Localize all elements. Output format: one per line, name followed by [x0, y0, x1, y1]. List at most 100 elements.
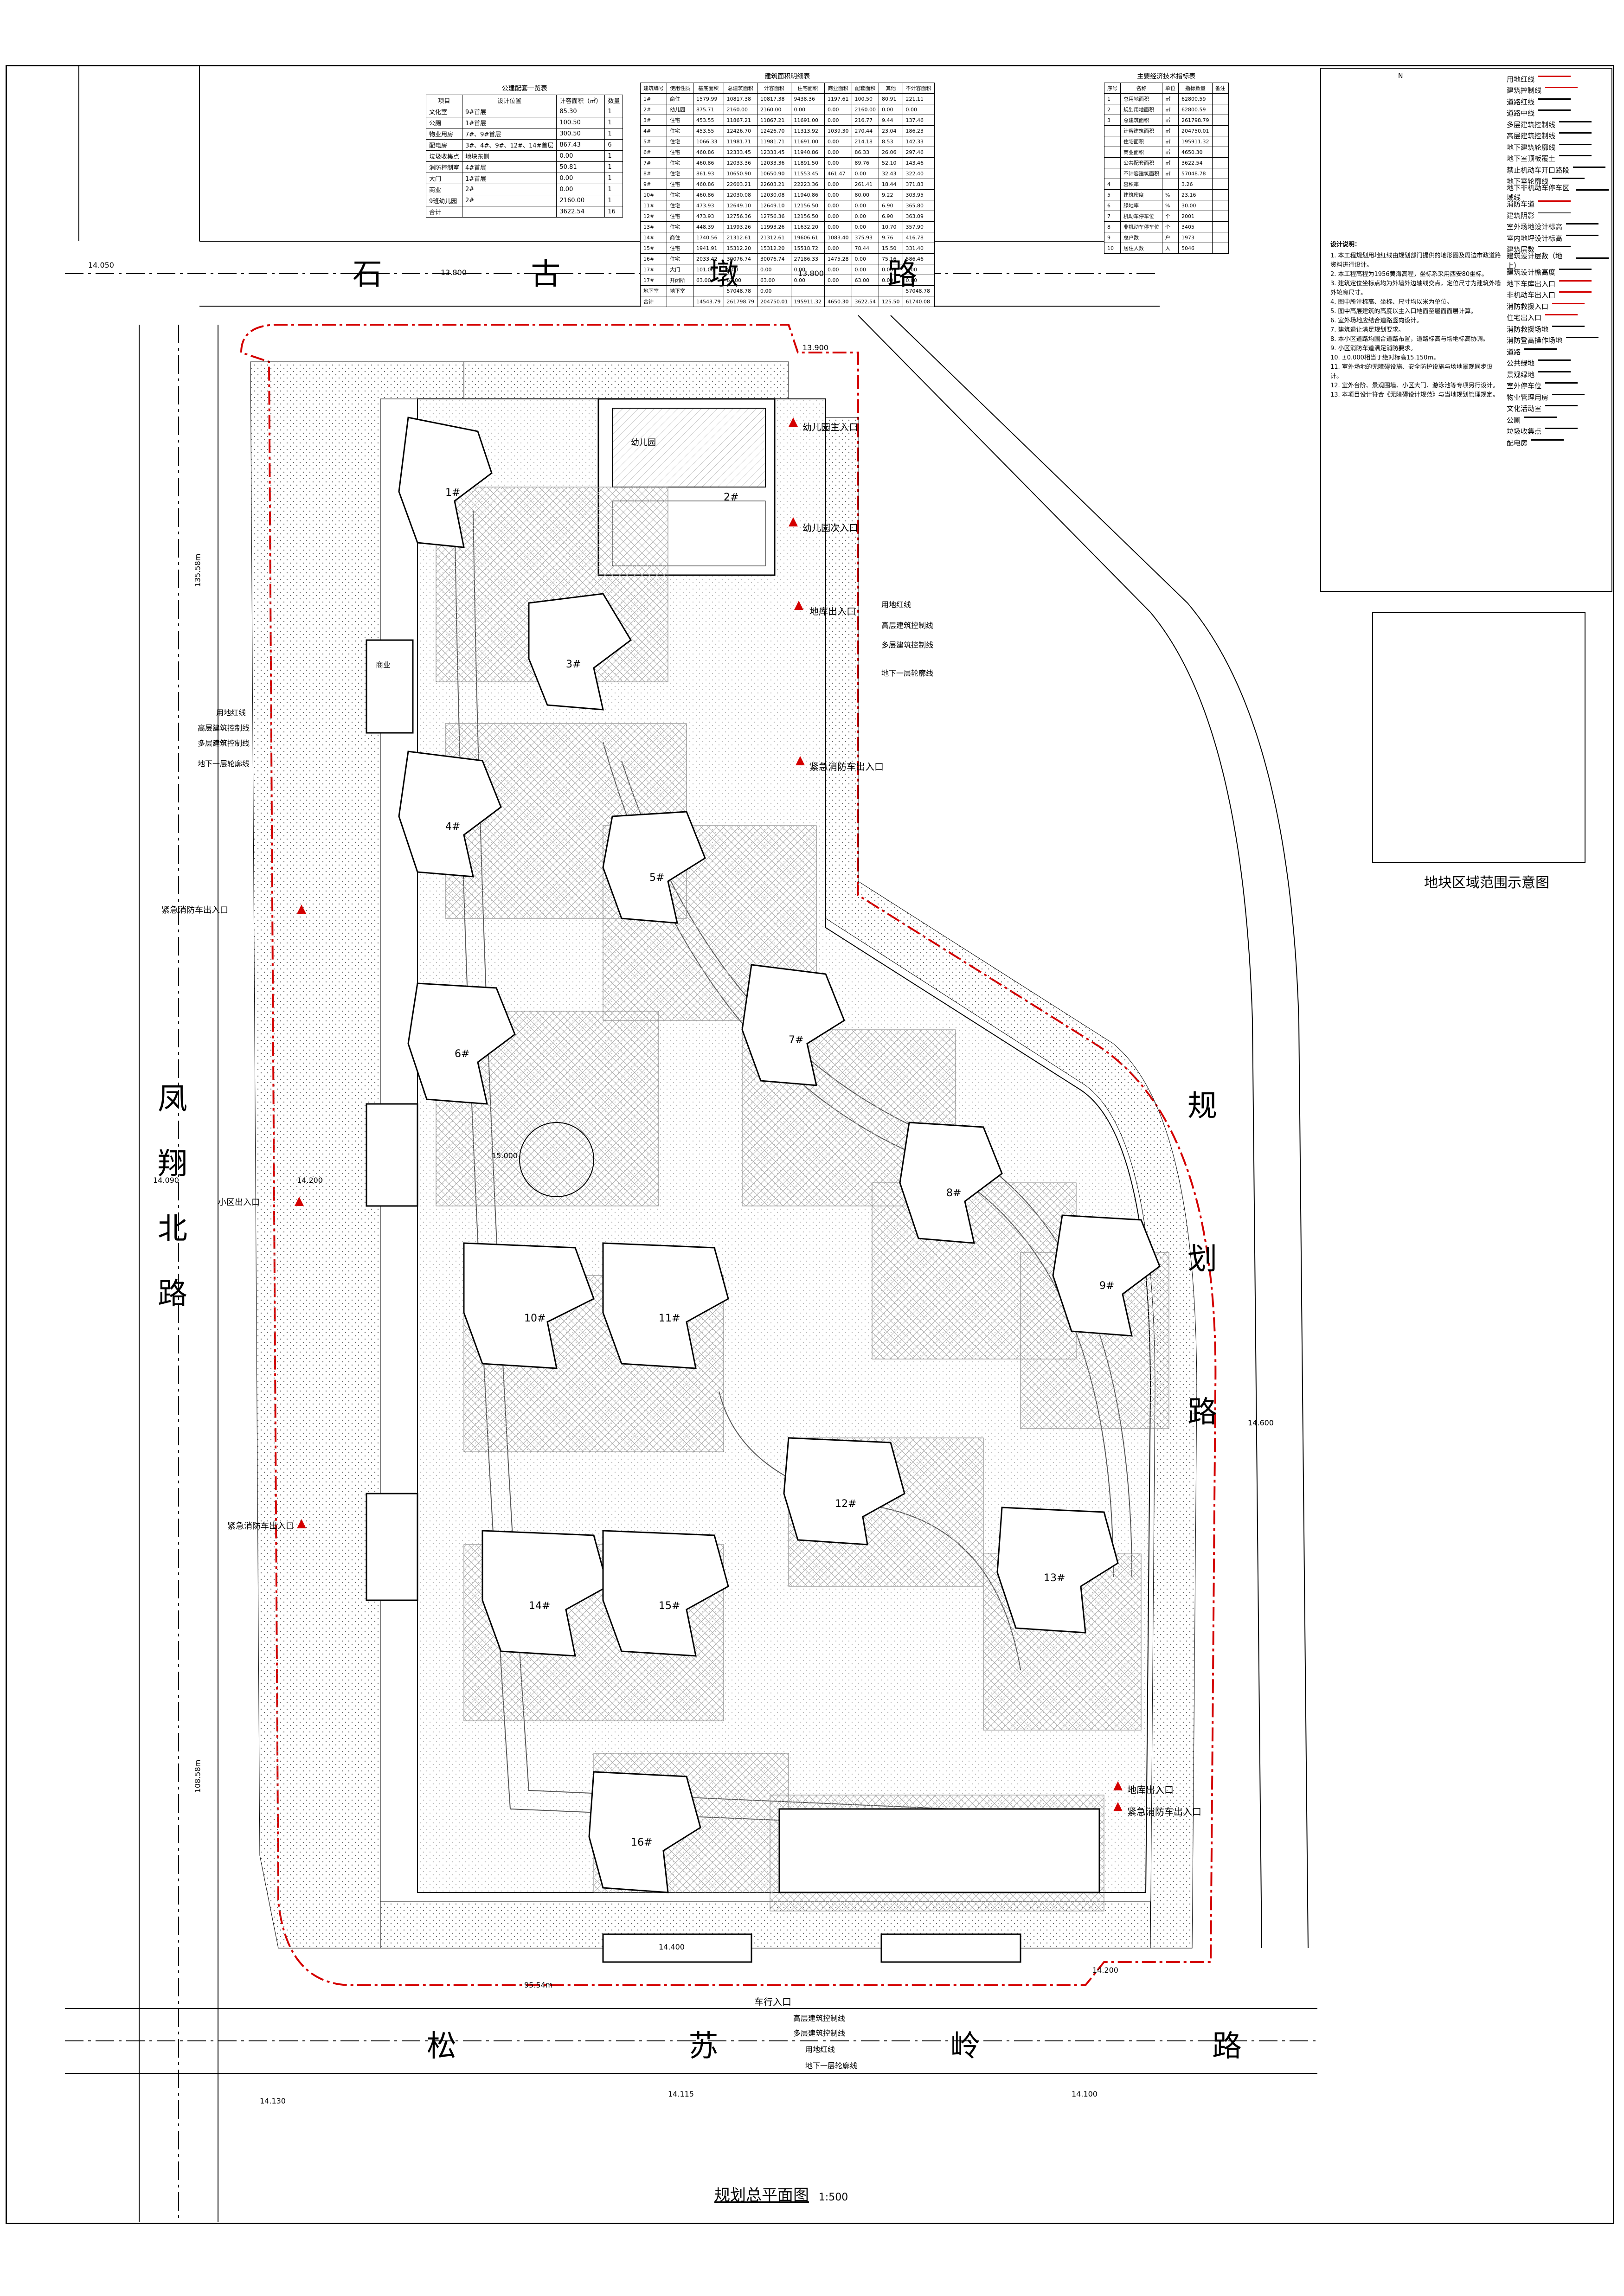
table-cell: 52.10: [879, 157, 903, 168]
legend-item: 公共绿地: [1507, 358, 1609, 369]
building-number: 14#: [529, 1600, 551, 1612]
table-cell: 461.47: [824, 168, 852, 179]
table-cell: 85.30: [556, 106, 605, 117]
table-cell: 63.00: [851, 275, 879, 286]
label-under-top: 地下一层轮廓线: [881, 669, 934, 678]
table-cell: 4650.30: [1178, 147, 1213, 158]
table-header-cell: 名称: [1120, 83, 1162, 94]
table-cell: 27186.33: [790, 253, 825, 264]
table-cell: 个: [1162, 221, 1179, 232]
note-line: 12. 室外台阶、景观围墙、小区大门、游泳池等专项另行设计。: [1330, 382, 1499, 389]
legend-item: 文化活动室: [1507, 403, 1609, 415]
table-cell: 容积率: [1120, 179, 1162, 190]
table-cell: 12756.36: [757, 211, 791, 222]
table-cell: [1104, 168, 1121, 179]
table-cell: 10817.38: [723, 93, 757, 104]
table-cell: [1212, 93, 1229, 104]
table-cell: 125.50: [879, 296, 903, 307]
table-cell: 0.00: [556, 184, 605, 195]
table-cell: 18.44: [879, 179, 903, 190]
table-cell: 10650.90: [723, 168, 757, 179]
legend-item: 高层建筑控制线: [1507, 130, 1609, 142]
drawing-scale: 1:500: [818, 2192, 848, 2203]
table-cell: 12426.70: [723, 125, 757, 136]
table-cell: 12333.45: [723, 147, 757, 158]
table-cell: ㎡: [1162, 104, 1179, 115]
table-header-cell: 备注: [1212, 83, 1229, 94]
table-cell: 合计: [425, 206, 463, 218]
table-cell: 4#: [640, 125, 667, 136]
table-cell: 13#: [640, 221, 667, 232]
table-cell: 住宅: [667, 189, 693, 200]
legend-label: 地下室轮廓线: [1507, 177, 1549, 186]
table-cell: 1#首层: [462, 117, 557, 128]
table-cell: 80.00: [851, 189, 879, 200]
legend-swatch: [1538, 246, 1571, 253]
legend-label: 配电房: [1507, 438, 1528, 447]
table-header-cell: 其他: [879, 83, 903, 94]
legend-swatch: [1576, 257, 1609, 264]
legend-item: 非机动车出入口: [1507, 289, 1609, 301]
table-cell: 总用地面积: [1120, 93, 1162, 104]
legend-label: 公厕: [1507, 416, 1521, 424]
table-header-cell: 基底面积: [693, 83, 724, 94]
legend-label: 非机动车出入口: [1507, 291, 1556, 300]
note-line: 10. ±0.000相当于绝对标高15.150m。: [1330, 354, 1440, 361]
table-cell: 5#: [640, 136, 667, 147]
drawing-title-text: 规划总平面图: [714, 2186, 809, 2205]
legend-item: 地下室轮廓线: [1507, 176, 1609, 187]
note-line: 9. 小区消防车道满足消防要求。: [1330, 345, 1417, 352]
table-cell: 0.00: [824, 136, 852, 147]
table-cell: 9#: [640, 179, 667, 190]
table-cell: 12#: [640, 211, 667, 222]
legend-label: 建筑阴影: [1507, 211, 1535, 220]
road-lines: [65, 65, 1317, 2222]
table-cell: 216.77: [851, 115, 879, 126]
table-header-cell: 数量: [604, 95, 623, 106]
entry-markers: [295, 417, 1123, 1811]
table-cell: 19606.61: [790, 232, 825, 243]
table-cell: 32.43: [879, 168, 903, 179]
table-cell: [824, 285, 852, 296]
table-cell: 1#首层: [462, 173, 557, 184]
table-cell: 204750.01: [1178, 125, 1213, 136]
table-header-cell: 指标数量: [1178, 83, 1213, 94]
legend-swatch: [1559, 269, 1592, 276]
legend-swatch: [1559, 121, 1592, 128]
buildings-table-title: 建筑面积明细表: [764, 73, 810, 80]
table-cell: 8: [1104, 221, 1121, 232]
legend-swatch: [1531, 439, 1564, 446]
table-cell: 14#: [640, 232, 667, 243]
legend-swatch: [1566, 223, 1599, 230]
table-cell: 16: [604, 206, 623, 218]
table-cell: [462, 206, 557, 218]
building-number: 6#: [455, 1048, 470, 1060]
table-header-cell: 建筑编号: [640, 83, 667, 94]
site-boundary: [240, 324, 1217, 1986]
legend-item: 地下建筑轮廓线: [1507, 141, 1609, 153]
legend-label: 垃圾收集点: [1507, 427, 1542, 436]
table-cell: 商业面积: [1120, 147, 1162, 158]
legend-item: 地下车库出入口: [1507, 278, 1609, 289]
table-cell: 商住: [667, 232, 693, 243]
note-line: 3. 建筑定位坐标点均为外墙外边轴线交点，定位尺寸为建筑外墙外轮廓尺寸。: [1330, 280, 1501, 296]
table-cell: 473.93: [693, 200, 724, 211]
legend-item: 建筑设计檐高度: [1507, 267, 1609, 278]
central-plaza: [519, 1122, 594, 1197]
table-cell: 460.86: [693, 147, 724, 158]
legend-label: 消防车道: [1507, 200, 1535, 209]
table-cell: 12756.36: [723, 211, 757, 222]
table-cell: 57048.78: [723, 285, 757, 296]
table-cell: [879, 285, 903, 296]
table-cell: 3: [1104, 115, 1121, 126]
table-cell: 586.46: [902, 253, 935, 264]
